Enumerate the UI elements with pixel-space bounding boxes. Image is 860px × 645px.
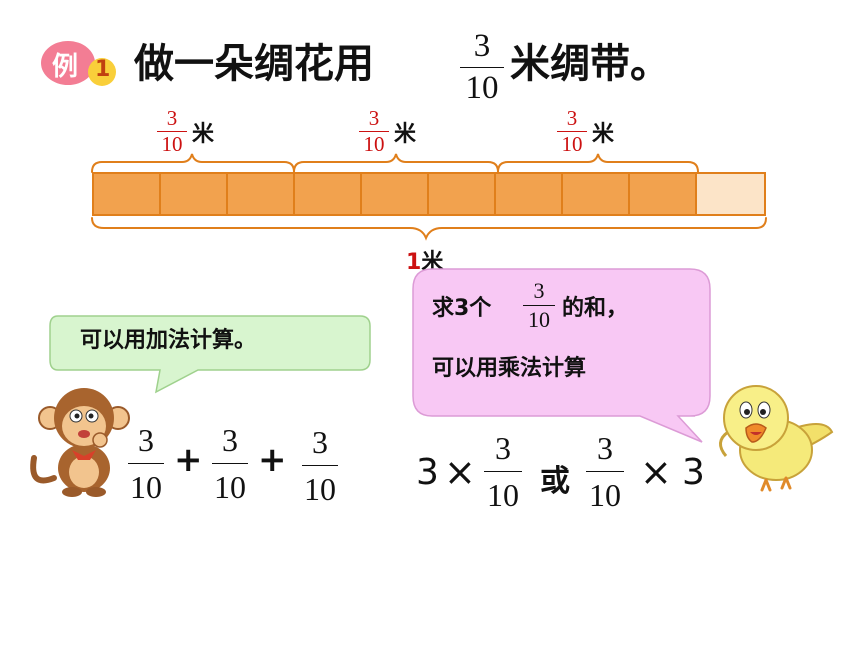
multiplication-fraction-1: 3 10 (482, 432, 524, 511)
top-brace-1 (91, 153, 295, 173)
fraction-bar (523, 305, 555, 306)
title-after: 米绸带。 (510, 41, 670, 87)
top-brace-2 (293, 153, 499, 173)
addition-operator-2: + (258, 440, 287, 480)
addition-term-2-numerator: 3 (222, 422, 238, 458)
segment-label-1-denominator: 10 (161, 132, 183, 156)
multiplication-fraction-2: 3 10 (584, 432, 626, 511)
example-badge-number: 1 (95, 57, 111, 82)
ribbon-cell (159, 172, 228, 216)
segment-label-3-numerator: 3 (566, 106, 578, 130)
fraction-bar (586, 471, 624, 472)
multiplication-fraction-1-numerator: 3 (495, 430, 511, 466)
addition-term-2: 3 10 (210, 424, 250, 503)
addition-term-3-denominator: 10 (304, 471, 336, 507)
left-speech-bubble (49, 315, 371, 394)
segment-label-2-unit: 米 (394, 122, 417, 147)
segment-label-1-numerator: 3 (166, 106, 178, 130)
multiplication-factor-left: 3 (416, 452, 439, 493)
addition-term-1: 3 10 (126, 424, 166, 503)
segment-label-1-fraction: 3 10 (156, 108, 188, 155)
fraction-bar (484, 471, 522, 472)
segment-label-1-unit: 米 (192, 122, 215, 147)
chick-character (719, 385, 834, 492)
ribbon-cell (628, 172, 697, 216)
fraction-bar (359, 131, 389, 132)
fraction-bar (302, 465, 338, 466)
fraction-bar (557, 131, 587, 132)
title-fraction-denominator: 10 (465, 70, 499, 106)
bottom-brace (91, 217, 767, 241)
monkey-character (30, 388, 130, 497)
left-bubble-text: 可以用加法计算。 (80, 328, 257, 353)
example-badge: 例 1 (40, 38, 122, 92)
braces (91, 153, 767, 241)
multiplication-fraction-2-denominator: 10 (589, 477, 621, 513)
right-bubble-fraction-denominator: 10 (528, 307, 550, 332)
segment-label-2-fraction: 3 10 (358, 108, 390, 155)
right-speech-bubble (412, 268, 711, 443)
segment-label-3-unit: 米 (592, 122, 615, 147)
fraction-bar (460, 67, 504, 68)
ribbon-cell (226, 172, 295, 216)
ribbon-cell-empty (695, 172, 766, 216)
ribbon-cell (293, 172, 362, 216)
fraction-bar (157, 131, 187, 132)
segment-label-3-denominator: 10 (561, 132, 583, 156)
example-badge-char: 例 (52, 52, 79, 82)
addition-term-1-numerator: 3 (138, 422, 154, 458)
title-fraction-numerator: 3 (473, 28, 491, 64)
multiplication-factor-right: 3 (682, 452, 705, 493)
segment-label-3-fraction: 3 10 (556, 108, 588, 155)
right-bubble-line1-before: 求3个 (432, 296, 492, 321)
addition-term-3: 3 10 (300, 426, 340, 505)
ribbon-cell (92, 172, 161, 216)
title-before: 做一朵绸花用 (134, 41, 374, 87)
fraction-bar (212, 463, 248, 464)
multiplication-fraction-1-denominator: 10 (487, 477, 519, 513)
right-bubble-line2: 可以用乘法计算 (432, 356, 587, 381)
fraction-bar (128, 463, 164, 464)
addition-operator-1: + (174, 440, 203, 480)
example-badge-shape (41, 41, 116, 86)
segment-label-2-numerator: 3 (368, 106, 380, 130)
right-bubble-fraction-numerator: 3 (533, 278, 545, 303)
multiplication-or: 或 (540, 464, 570, 499)
right-bubble-line1-after: 的和， (562, 296, 629, 321)
multiplication-sign-right: × (640, 450, 672, 494)
ribbon-cell (494, 172, 563, 216)
right-bubble-fraction: 3 10 (522, 280, 556, 331)
segment-label-2-denominator: 10 (363, 132, 385, 156)
multiplication-sign-left: × (444, 450, 476, 494)
addition-term-3-numerator: 3 (312, 424, 328, 460)
multiplication-fraction-2-numerator: 3 (597, 430, 613, 466)
title-fraction: 3 10 (458, 30, 506, 105)
top-brace-3 (497, 153, 699, 173)
addition-term-2-denominator: 10 (214, 469, 246, 505)
addition-term-1-denominator: 10 (130, 469, 162, 505)
ribbon-cell (561, 172, 630, 216)
total-label-value: 1 (406, 250, 422, 275)
ribbon-cell (360, 172, 429, 216)
ribbon-cell (427, 172, 496, 216)
